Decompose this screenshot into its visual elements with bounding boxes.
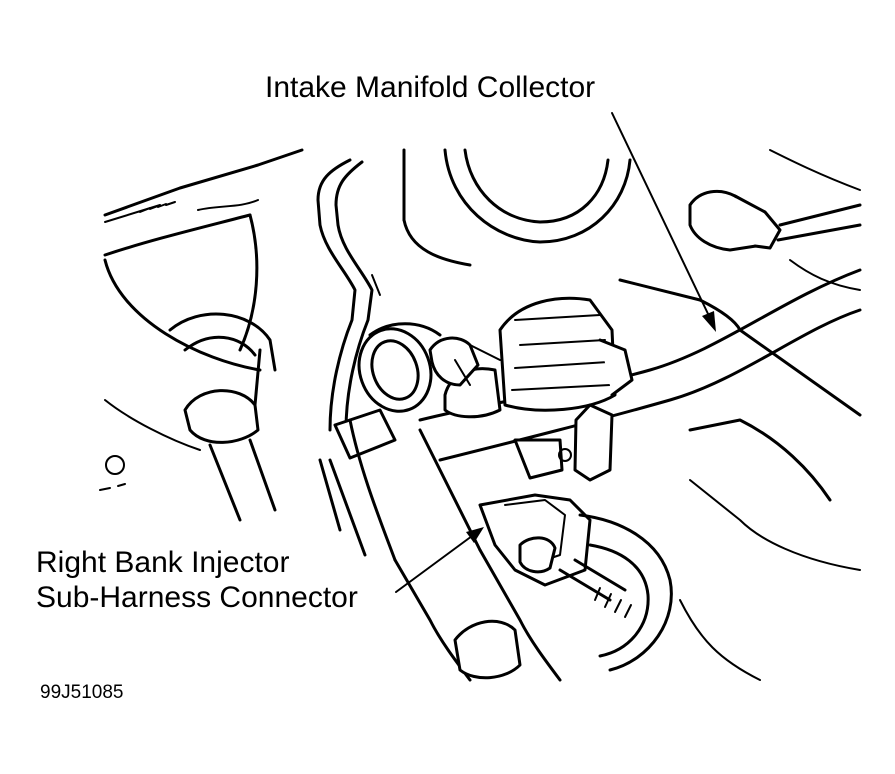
injector-arrow [395,527,484,593]
round-duct [357,322,442,413]
upper-right-connector [688,149,862,291]
sub-harness-connector-label: Sub-Harness Connector [36,581,358,614]
figure-id: 99J51085 [40,682,124,703]
left-hose [168,312,277,522]
throttle-body [443,296,634,482]
bolt-detail [99,399,201,491]
lower-hose [318,408,562,682]
small-clip [428,336,501,387]
collector-arrow [611,112,716,332]
fuel-pipe [316,158,381,432]
top-housing [402,148,632,267]
injector-connector [478,493,632,618]
upper-left-panel [103,148,304,372]
lower-right-tube [578,479,861,681]
right-bank-injector-label: Right Bank Injector [36,546,290,579]
intake-manifold-collector-label: Intake Manifold Collector [265,71,596,104]
